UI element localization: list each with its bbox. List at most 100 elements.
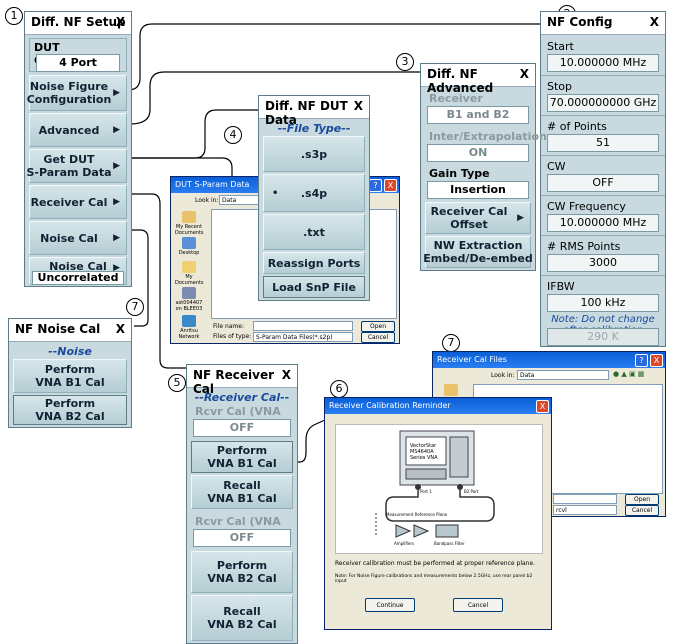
perform-vna-b1-noise-cal-button[interactable]: Perform VNA B1 Cal	[13, 359, 127, 393]
chevron-right-icon: ▶	[113, 197, 120, 207]
advanced-close-icon[interactable]: X	[519, 67, 529, 81]
help-icon[interactable]: ?	[635, 354, 648, 367]
s3p-label: .s3p	[300, 147, 328, 161]
reminder-cancel-button[interactable]: Cancel	[453, 598, 503, 612]
reminder-message: Receiver calibration must be performed a…	[335, 560, 536, 567]
advanced-title: Diff. NF Advanced	[427, 67, 494, 95]
setup-close-icon[interactable]: X	[115, 15, 125, 29]
load-snp-file-label: Load SnP File	[272, 280, 356, 294]
noise-cal-close-icon[interactable]: X	[115, 322, 125, 336]
nw-extraction-label: NW Extraction Embed/De-embed	[423, 239, 533, 265]
help-icon[interactable]: ?	[369, 179, 382, 192]
rx-file-type-dropdown[interactable]: rcvl	[553, 505, 617, 515]
files-of-type-dropdown[interactable]: S-Param Data Files(*.s2p)	[253, 332, 353, 342]
points-label: # of Points	[547, 120, 607, 133]
perform-vna-b1-cal-button[interactable]: Perform VNA B1 Cal	[191, 441, 293, 473]
reassign-ports-button[interactable]: Reassign Ports	[263, 252, 365, 274]
dut-sparam-title: DUT S-Param Data	[175, 180, 250, 189]
selected-dot-icon: •	[272, 188, 279, 199]
callout-1: 1	[5, 7, 23, 25]
start-field[interactable]: 10.000000 MHz	[547, 54, 659, 72]
receiver-cal-offset-label: Receiver Cal Offset	[430, 205, 508, 231]
desktop-icon[interactable]: Desktop	[175, 237, 203, 256]
receiver-cal-title-bar: NF Receiver Cal X	[187, 365, 297, 396]
close-icon[interactable]: X	[650, 354, 663, 367]
rms-points-label: # RMS Points	[547, 240, 621, 253]
dut-data-close-icon[interactable]: X	[353, 99, 363, 113]
get-dut-sparam-button[interactable]: Get DUT S-Param Data ▶	[26, 149, 127, 183]
recall-vna-b1-cal-button[interactable]: Recall VNA B1 Cal	[191, 475, 293, 509]
s4p-label: .s4p	[300, 186, 328, 200]
continue-button[interactable]: Continue	[365, 598, 415, 612]
s3p-button[interactable]: .s3p	[263, 136, 365, 172]
perform-vna-b2-noise-cal-button[interactable]: Perform VNA B2 Cal	[13, 395, 127, 425]
receiver-calibration-reminder-dialog: Receiver Calibration Reminder X VectorSt…	[324, 397, 552, 630]
nf-config-title-bar: NF Config X	[541, 12, 665, 35]
file-name-input[interactable]	[253, 321, 353, 331]
rx-file-name-input[interactable]	[553, 494, 617, 504]
chevron-right-icon: ▶	[113, 233, 120, 243]
ifbw-field[interactable]: 100 kHz	[547, 294, 659, 312]
nw-extraction-button[interactable]: NW Extraction Embed/De-embed	[423, 236, 533, 268]
recent-places-icon[interactable]	[437, 384, 465, 397]
noise-cal-method-value: Uncorrelated	[32, 271, 124, 285]
rx-look-in-dropdown[interactable]: Data	[517, 370, 609, 380]
rx-open-button[interactable]: Open	[625, 494, 659, 505]
noise-cal-button[interactable]: Noise Cal ▶	[29, 221, 127, 255]
vna-label-1: VectorStar	[410, 443, 437, 449]
close-icon[interactable]: X	[536, 400, 549, 413]
rx-cal-files-title-bar: Receiver Cal Files ?X	[433, 352, 665, 368]
diff-nf-setup-panel: Diff. NF Setup X DUT Configuration 4 Por…	[24, 11, 132, 287]
cw-label: CW	[547, 160, 566, 173]
amplifiers-label: Amplifiers	[394, 541, 414, 546]
port2-label: B2 Port	[464, 489, 479, 494]
receiver-cal-close-icon[interactable]: X	[281, 368, 291, 382]
open-button[interactable]: Open	[361, 321, 395, 332]
txt-button[interactable]: .txt	[263, 214, 365, 250]
recall-b1-label: Recall VNA B1 Cal	[207, 479, 277, 505]
stop-field[interactable]: 70.000000000 GHz	[547, 94, 659, 112]
rms-points-field[interactable]: 3000	[547, 254, 659, 272]
receiver-cal-offset-button[interactable]: Receiver Cal Offset ▶	[425, 202, 531, 234]
nf-config-close-icon[interactable]: X	[649, 15, 659, 29]
gain-type-value[interactable]: Insertion	[427, 181, 529, 199]
dut-data-title-bar: Diff. NF DUT Data X	[259, 96, 369, 127]
callout-7b: 7	[442, 334, 460, 352]
advanced-button[interactable]: Advanced ▶	[29, 113, 127, 147]
perform-vna-b2-cal-button[interactable]: Perform VNA B2 Cal	[191, 551, 293, 593]
my-recent-documents-icon[interactable]: My Recent Documents	[175, 211, 204, 236]
get-dut-label: Get DUT S-Param Data	[26, 153, 112, 179]
callout-4: 4	[224, 126, 242, 144]
close-icon[interactable]: X	[384, 179, 397, 192]
rx-cancel-button[interactable]: Cancel	[625, 505, 659, 516]
dut-config-section: DUT Configuration 4 Port	[29, 38, 127, 72]
cw-frequency-field[interactable]: 10.000000 MHz	[547, 214, 659, 232]
points-field[interactable]: 51	[547, 134, 659, 152]
noise-cal-method-button[interactable]: Noise Cal Method ▶ Uncorrelated	[29, 257, 127, 286]
chevron-right-icon: ▶	[113, 263, 120, 273]
dut-data-title: Diff. NF DUT Data	[265, 99, 348, 127]
noise-figure-config-button[interactable]: Noise Figure Configuration ▶	[27, 75, 127, 111]
toolbar-icons[interactable]: ● ▲ ▣ ▦	[613, 370, 645, 378]
load-snp-file-button[interactable]: Load SnP File	[263, 276, 365, 298]
cw-field[interactable]: OFF	[547, 174, 659, 192]
stop-label: Stop	[547, 80, 573, 93]
network-icon[interactable]: Anritsu Network	[175, 315, 203, 340]
s4p-button[interactable]: • .s4p	[263, 174, 365, 212]
dut-config-value[interactable]: 4 Port	[36, 54, 120, 72]
cancel-button[interactable]: Cancel	[361, 332, 395, 343]
callout-7a: 7	[126, 298, 144, 316]
my-documents-icon[interactable]: My Documents	[175, 261, 204, 286]
txt-label: .txt	[303, 225, 325, 239]
vna-label-2: MS4640A	[410, 449, 434, 455]
reminder-title: Receiver Calibration Reminder	[329, 401, 451, 410]
receiver-cal-title: NF Receiver Cal	[193, 368, 275, 396]
setup-diagram: VectorStar MS4640A Series VNA Port 1 B2 …	[335, 424, 543, 554]
callout-5: 5	[168, 374, 186, 392]
computer-icon[interactable]: ast004407 on BLEE03	[175, 287, 203, 312]
receiver-cal-button[interactable]: Receiver Cal ▶	[29, 185, 127, 219]
recall-vna-b2-cal-button[interactable]: Recall VNA B2 Cal	[191, 595, 293, 641]
nf-config-panel: NF Config X Start 10.000000 MHz Stop 70.…	[540, 11, 666, 347]
temperature-field: 290 K	[547, 328, 659, 346]
advanced-title-bar: Diff. NF Advanced X	[421, 64, 535, 95]
